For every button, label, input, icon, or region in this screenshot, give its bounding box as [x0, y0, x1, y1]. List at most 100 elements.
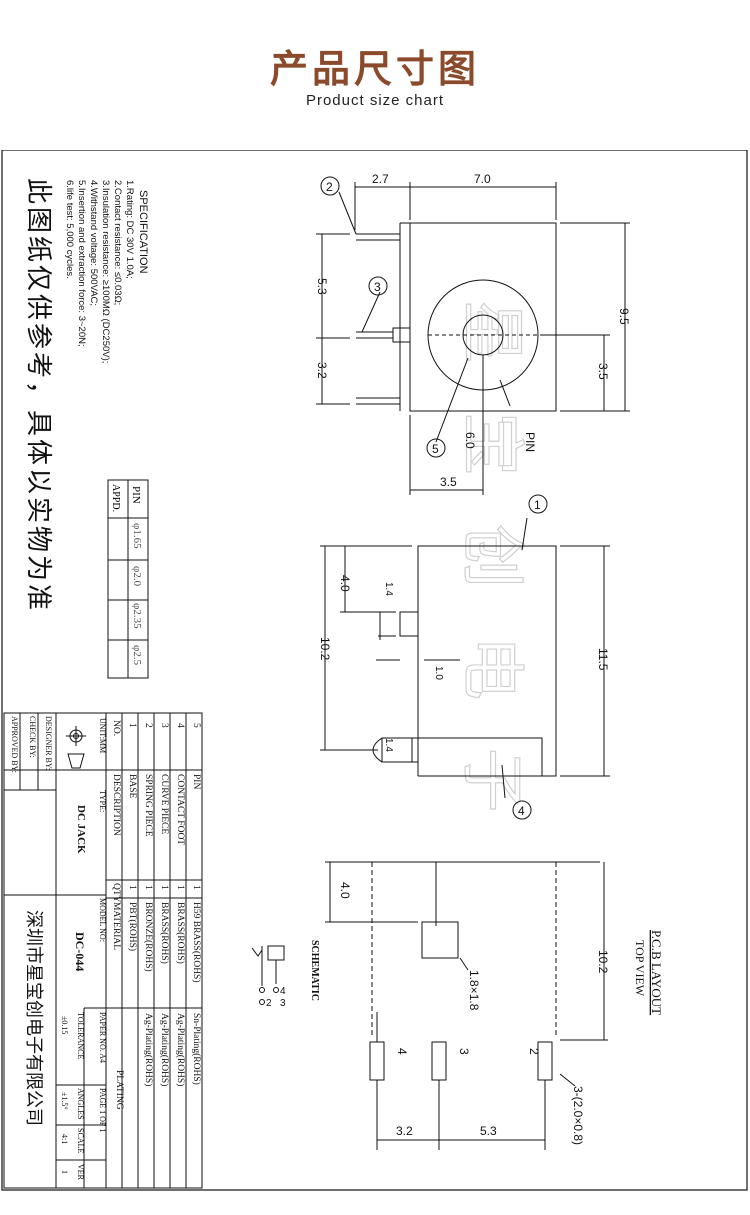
check-label: CHECK BY:	[28, 716, 37, 758]
pcb-pin-number: 2	[527, 1048, 541, 1055]
svg-text:星宝创电子: 星宝创电子	[454, 300, 528, 860]
pcb-layout	[325, 861, 608, 1150]
dim-label: 4.0	[338, 575, 352, 592]
svg-text:1: 1	[175, 885, 185, 890]
balloon-2: 2	[326, 180, 333, 194]
svg-text:5: 5	[191, 723, 201, 728]
dim-label: 9.5	[617, 308, 631, 325]
tolerance-value: ±0.15	[60, 1016, 69, 1034]
svg-text:SPRING PIECE: SPRING PIECE	[143, 774, 153, 837]
tolerance-label: TOLERANCE	[76, 1012, 85, 1060]
spec-line-6: 6.life test: 5,000 cycles.	[64, 180, 75, 279]
dim-label: 1.4	[383, 738, 394, 752]
dim-label: 6.0	[463, 432, 477, 449]
technical-drawing: 星宝创电子 SPECIFICATION 1.Rating: DC 30V 1.0…	[1, 150, 748, 1191]
svg-text:BASE: BASE	[127, 774, 137, 798]
unit-label: UNIT:MM	[98, 718, 107, 753]
schematic-pin: 4	[280, 986, 286, 997]
svg-text:1: 1	[159, 885, 169, 890]
balloon-3: 3	[374, 280, 381, 294]
balloon-1: 1	[534, 498, 541, 512]
specification-block: SPECIFICATION 1.Rating: DC 30V 1.0A; 2.C…	[64, 180, 149, 363]
title-block	[3, 712, 203, 1189]
svg-text:此图纸仅供参考，具体以实物为准: 此图纸仅供参考，具体以实物为准	[23, 178, 53, 613]
dim-label: 3.2	[396, 1124, 413, 1138]
pcb-title: P.C.B LAYOUT	[649, 930, 664, 1015]
dim-label: 1.4	[383, 582, 394, 596]
spec-line-3: 3.Insulation resistance: ≥100MΩ (DC250V)…	[100, 180, 111, 363]
svg-text:CURVE PIECE: CURVE PIECE	[159, 774, 169, 834]
dim-label: 3-(2.0×0.8)	[571, 1086, 585, 1145]
page-count-label: PAGE 1 OF 1	[98, 1088, 107, 1132]
ver-value: 1	[60, 1170, 69, 1174]
pin-table-pin-label: PIN	[130, 486, 142, 504]
svg-text:2: 2	[143, 723, 153, 728]
top-view	[316, 182, 630, 495]
dim-label: 11.5	[596, 648, 610, 671]
dim-label: 3.5	[440, 475, 457, 489]
svg-text:Sn-Plating(ROHS): Sn-Plating(ROHS)	[191, 1013, 202, 1085]
dim-label: 5.3	[480, 1124, 497, 1138]
svg-text:MATERIAL: MATERIAL	[111, 902, 121, 950]
schematic-pin: 2	[266, 998, 272, 1009]
pin-value: φ2.35	[131, 603, 143, 629]
dim-label: 5.3	[315, 278, 329, 295]
dim-label: 2.7	[372, 172, 389, 186]
svg-text:QTY: QTY	[111, 883, 121, 903]
dim-label: 3.2	[315, 362, 329, 379]
svg-text:CONTACT FOOT: CONTACT FOOT	[175, 774, 185, 845]
svg-text:BRASS(ROHS): BRASS(ROHS)	[159, 902, 170, 964]
type-value: DC JACK	[75, 805, 87, 854]
top-view-labels: 2.7 7.0 5.3 3.2 9.5 3.5 6.0 3.5 PIN 2 3 …	[315, 172, 631, 489]
pcb-layout-labels: P.C.B LAYOUT TOP VIEW 4.0 10.2 1.8×1.8 3…	[338, 882, 664, 1145]
dim-label: 7.0	[474, 172, 491, 186]
svg-text:BRONZE(ROHS): BRONZE(ROHS)	[143, 902, 154, 972]
schematic-pin: 3	[280, 998, 286, 1009]
svg-text:BRASS(ROHS): BRASS(ROHS)	[175, 902, 186, 964]
svg-text:4: 4	[175, 723, 185, 728]
angles-value: ±1.5°	[60, 1092, 69, 1110]
watermark: 星宝创电子	[453, 299, 528, 860]
schematic-symbol-icon	[251, 945, 285, 1005]
svg-text:Ag-Plating(ROHS): Ag-Plating(ROHS)	[159, 1013, 170, 1086]
pcb-pin-number: 3	[457, 1048, 471, 1055]
svg-text:PIN: PIN	[191, 774, 201, 789]
svg-text:H59 BRASS(ROHS): H59 BRASS(ROHS)	[191, 902, 202, 983]
dim-label: 3.5	[596, 363, 610, 380]
dim-label: 10.2	[596, 950, 610, 974]
side-view	[320, 517, 610, 799]
dim-label: 1.0	[433, 666, 444, 680]
scale-value: 4:1	[60, 1134, 69, 1144]
dim-label: 1.8×1.8	[467, 970, 481, 1011]
scale-label: SCALE	[76, 1128, 85, 1153]
schematic: SCHEMATIC 2 4 3	[251, 940, 320, 1009]
disclaimer: 此图纸仅供参考，具体以实物为准	[23, 178, 53, 613]
model-label: MODEL NO:	[98, 898, 107, 942]
page-subtitle: Product size chart	[305, 92, 445, 109]
pin-table: PIN APPD. φ1.65 φ2.0 φ2.35 φ2.5	[107, 479, 149, 679]
model-value: DC-044	[73, 932, 87, 971]
spec-line-5: 5.Insertion and extraction force: 3~20N;	[76, 180, 87, 347]
spec-line-1: 1.Rating: DC 30V 1.0A;	[124, 180, 135, 279]
drawing-frame	[1, 150, 748, 1191]
svg-text:1: 1	[127, 885, 137, 890]
designer-label: DESIGNER BY:	[44, 716, 53, 770]
spec-heading: SPECIFICATION	[137, 190, 149, 274]
svg-text:Ag-Plating(ROHS): Ag-Plating(ROHS)	[175, 1013, 186, 1086]
ver-label: VER	[76, 1164, 85, 1181]
svg-text:PBT(ROHS): PBT(ROHS)	[127, 902, 138, 951]
svg-text:NO.: NO.	[111, 720, 121, 736]
dim-label: 10.2	[318, 637, 332, 661]
pin-value: φ2.0	[131, 566, 143, 587]
page-title: 产品尺寸图	[269, 47, 480, 91]
svg-text:1: 1	[191, 885, 201, 890]
spec-line-4: 4.Withstand voltage: 500VAC;	[88, 180, 99, 306]
pin-label: PIN	[523, 432, 537, 452]
balloon-5: 5	[432, 442, 439, 456]
spec-line-2: 2.Contact resistance: ≤0.03Ω;	[112, 180, 123, 305]
pcb-subtitle: TOP VIEW	[633, 940, 647, 997]
svg-text:Ag-Plating(ROHS): Ag-Plating(ROHS)	[143, 1013, 154, 1086]
svg-text:1: 1	[127, 723, 137, 728]
svg-text:DESCRIPTION: DESCRIPTION	[111, 774, 121, 836]
